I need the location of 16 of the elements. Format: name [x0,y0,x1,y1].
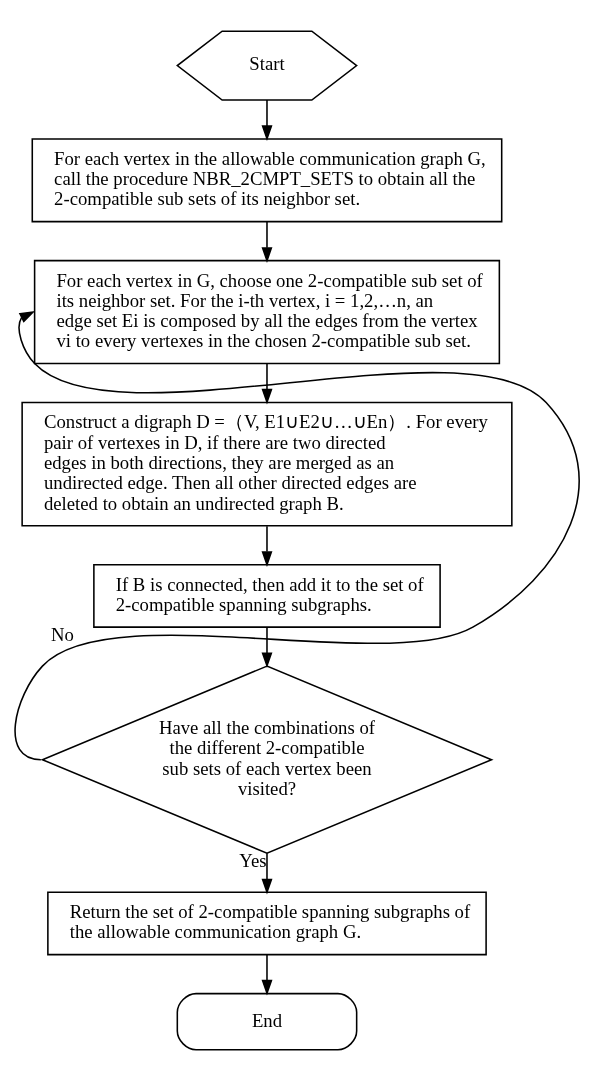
arrow [261,852,273,895]
arrow [261,626,273,669]
node-box: If B is connected, then add it to the set of 2-compatible spanning subgraphs. [93,563,441,628]
node-box: Return the set of 2-compatible spanning subgraphs of the allowable communication graph G. [47,891,487,956]
arrow [14,311,580,761]
arrow [261,525,273,567]
node-box: End [176,992,358,1051]
edge-label: No [51,624,74,646]
node-box: For each vertex in G, choose one 2-compatible sub set of its neighbor set. For the i-th vertex, i = 1,2,…n, an edge set Ei is composed by all the edges from the vertex vi to every vertexes in the chosen 2-compatible sub set. [33,259,501,365]
arrow [261,362,273,405]
arrow [261,954,273,996]
node-box: For each vertex in the allowable communication graph G, call the procedure NBR_2CMPT_SETS to obtain all the 2-compatible sub sets of its neighbor set. [31,138,503,223]
node-box: Construct a digraph D =（V, E1∪E2∪…∪En）. For every pair of vertexes in D, if there are two directed edges in both directions, they are merged as an undirected edge. Then all other directed edges are deleted to obtain an undirected graph B. [21,401,513,527]
arrow [261,221,273,263]
arrow [261,99,273,141]
node-diamond: Have all the combinations of the different 2-compatible sub sets of each vertex been visited? [40,665,494,855]
